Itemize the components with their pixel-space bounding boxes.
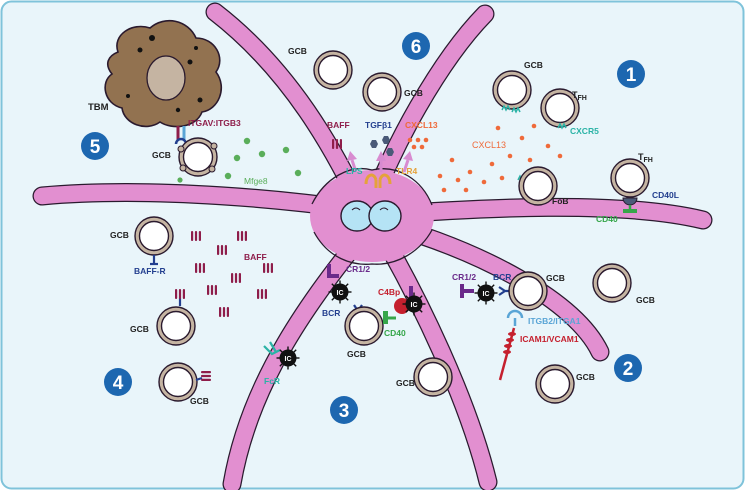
secretion-arrows xyxy=(347,151,413,173)
cr12-receptor-right xyxy=(460,284,474,298)
gcb-label-region2-bottom: GCB xyxy=(576,372,595,382)
cr12-label-right: CR1/2 xyxy=(452,272,476,282)
gcb-label-bottom-center: GCB xyxy=(396,378,415,388)
mfge8-molecules xyxy=(177,137,302,183)
tfh-label-right: TFH xyxy=(638,152,653,164)
cd40l-cd40-pair xyxy=(622,197,638,213)
tfh-cell-right xyxy=(610,158,650,198)
tfh-label-top: TFH xyxy=(572,90,587,102)
gcb-cell-region1 xyxy=(492,70,532,110)
itgav-itgb3-label: ITGAV:ITGB3 xyxy=(188,118,241,128)
region-number-3: 3 xyxy=(330,396,358,424)
baffr-bound-receptor xyxy=(175,289,185,306)
cxcl13-molecules-top xyxy=(407,137,429,150)
c4bp-label: C4Bp xyxy=(378,287,400,297)
region-number-2: 2 xyxy=(614,354,642,382)
baffr-receptor xyxy=(150,255,158,266)
svg-text:2: 2 xyxy=(623,359,634,380)
gcb-label-region4: GCB xyxy=(190,396,209,406)
svg-text:6: 6 xyxy=(411,37,422,58)
svg-text:3: 3 xyxy=(339,401,350,422)
immune-complex-fcr: IC xyxy=(275,345,301,371)
gcb-cell-region3 xyxy=(344,306,384,346)
gcb-cell-top-middle xyxy=(362,72,402,112)
immune-complex-right: IC xyxy=(473,280,499,306)
svg-text:IC: IC xyxy=(337,290,344,297)
fcr-receptor xyxy=(263,341,281,356)
icam-vcam-molecule xyxy=(498,327,516,381)
mfge8-label: Mfge8 xyxy=(244,176,268,186)
gcb-label-baff-bound: GCB xyxy=(130,324,149,334)
baff-molecules-top xyxy=(332,139,342,149)
tgfb1-label: TGFβ1 xyxy=(365,120,392,130)
svg-text:IC: IC xyxy=(411,302,418,309)
tlr4-receptor xyxy=(364,173,392,188)
fob-label: FoB xyxy=(552,196,569,206)
baff-label-left: BAFF xyxy=(244,252,267,262)
region-number-1: 1 xyxy=(617,60,645,88)
fcr-label: FcR xyxy=(264,376,280,386)
svg-text:IC: IC xyxy=(483,291,490,298)
lps-label: LPS xyxy=(346,166,363,176)
gcb-label: GCB xyxy=(152,150,171,160)
svg-text:IC: IC xyxy=(285,356,292,363)
cd40-label-middle: CD40 xyxy=(384,328,406,338)
tingible-body-macrophage xyxy=(104,19,222,128)
bcr-label-left: BCR xyxy=(322,308,340,318)
baffr-region4 xyxy=(195,371,211,382)
cd40l-label: CD40L xyxy=(652,190,679,200)
gcb-cell-top-left xyxy=(313,50,353,90)
cr12-receptor-left xyxy=(327,264,339,278)
itgb2-label: ITGB2/ITGA1 xyxy=(528,316,581,326)
fdc-nucleus-left xyxy=(340,200,374,232)
icam-label: ICAM1/VCAM1 xyxy=(520,334,579,344)
region-number-5: 5 xyxy=(81,132,109,160)
gcb-cell-phagocytosed xyxy=(177,137,218,177)
tlr4-label: TLR4 xyxy=(396,166,418,176)
cxcl13-molecules-right xyxy=(437,123,563,193)
gcb-label-region3: GCB xyxy=(347,349,366,359)
fdc-nucleus-right xyxy=(368,200,402,232)
gcb-label-region2-right: GCB xyxy=(636,295,655,305)
baffr-label: BAFF-R xyxy=(134,266,166,276)
gcb-cell-bottom-center xyxy=(413,357,453,397)
gcb-label-region2-top: GCB xyxy=(546,273,565,283)
cxcl13-label-right: CXCL13 xyxy=(472,140,506,150)
svg-text:1: 1 xyxy=(626,65,637,86)
bcr-label-right: BCR xyxy=(493,272,511,282)
gcb-label-top-middle: GCB xyxy=(404,88,423,98)
gcb-cell-baffr xyxy=(134,216,174,256)
gcb-cell-baff-bound xyxy=(156,306,196,346)
region-number-4: 4 xyxy=(104,368,132,396)
region-number-6: 6 xyxy=(402,32,430,60)
svg-text:4: 4 xyxy=(113,373,124,394)
gcb-cell-region2-bottom xyxy=(535,364,575,404)
baff-label-top: BAFF xyxy=(327,120,350,130)
immune-complex-middle: IC xyxy=(401,291,427,317)
immune-complex-left: IC xyxy=(327,279,353,305)
cxcl13-label-top: CXCL13 xyxy=(405,120,438,130)
tbm-label: TBM xyxy=(88,102,109,113)
gcb-label-baffr: GCB xyxy=(110,230,129,240)
cr12-label-left: CR1/2 xyxy=(346,264,370,274)
gcb-cell-region2-right xyxy=(592,263,632,303)
gcb-cell-region2-top xyxy=(508,271,548,311)
gcb-label-top-left: GCB xyxy=(288,46,307,56)
cd40-label-right: CD40 xyxy=(596,214,618,224)
gcb-label-region1: GCB xyxy=(524,60,543,70)
cxcr5-label: CXCR5 xyxy=(570,126,599,136)
svg-text:5: 5 xyxy=(90,137,101,158)
itgb2-itga1-receptor xyxy=(506,309,524,326)
tgfb1-molecules xyxy=(370,136,394,156)
